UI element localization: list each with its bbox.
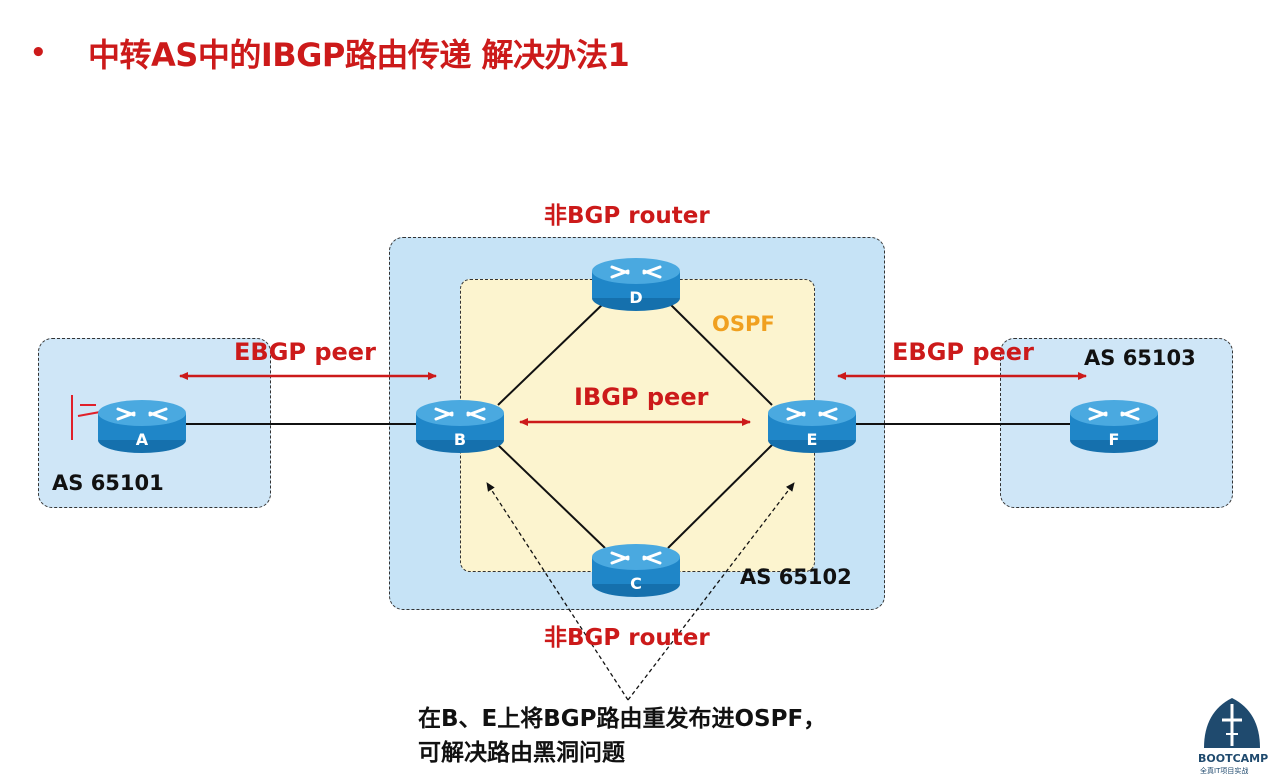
router-b-icon: [416, 400, 504, 453]
router-b: B: [414, 396, 506, 454]
link-d-e: [667, 301, 773, 406]
router-d-icon: [592, 258, 680, 311]
ibgp-peer-label: IBGP peer: [574, 383, 709, 411]
link-b-d: [497, 301, 606, 406]
as-65101-label: AS 65101: [52, 471, 164, 495]
router-e-label: E: [806, 430, 818, 449]
router-c-label: C: [630, 574, 642, 593]
link-c-e: [667, 444, 773, 549]
router-d-label: D: [629, 288, 643, 307]
logo-subtext: 全真IT项目实战: [1200, 766, 1248, 775]
router-b-label: B: [453, 430, 467, 449]
ebgp-peer-left-label: EBGP peer: [234, 338, 376, 366]
non-bgp-router-bottom-label: 非BGP router: [544, 625, 710, 651]
ospf-label: OSPF: [712, 312, 775, 336]
slide-title: 中转AS中的IBGP路由传递 解决办法1: [88, 36, 630, 74]
router-a-icon: [98, 400, 186, 453]
router-c-icon: [592, 544, 680, 597]
slide-title-row: • 中转AS中的IBGP路由传递 解决办法1: [30, 28, 630, 78]
as-65103-label: AS 65103: [1084, 346, 1196, 370]
as-65102-label: AS 65102: [740, 565, 852, 589]
logo-text: BOOTCAMP: [1198, 752, 1268, 765]
ebgp-peer-right-label: EBGP peer: [892, 338, 1034, 366]
note-line-2: 可解决路由黑洞问题: [418, 740, 625, 766]
router-d: D: [590, 254, 682, 312]
non-bgp-router-top-label: 非BGP router: [544, 203, 710, 229]
router-f-icon: [1070, 400, 1158, 453]
bootcamp-logo: BOOTCAMP 全真IT项目实战: [1196, 690, 1269, 775]
callout-to-b: [486, 482, 629, 701]
router-e: E: [766, 396, 858, 454]
bootcamp-logo-icon: BOOTCAMP 全真IT项目实战: [1198, 698, 1268, 775]
router-e-icon: [768, 400, 856, 453]
pen-mark: [71, 395, 101, 440]
router-f: F: [1068, 396, 1160, 454]
router-a-label: A: [135, 430, 149, 449]
title-bullet: •: [30, 38, 47, 68]
router-a: A: [96, 396, 188, 454]
callout-to-e: [627, 482, 795, 701]
router-f-label: F: [1108, 430, 1120, 449]
note-line-1: 在B、E上将BGP路由重发布进OSPF，: [418, 706, 827, 732]
link-b-c: [497, 444, 606, 549]
router-c: C: [590, 540, 682, 598]
